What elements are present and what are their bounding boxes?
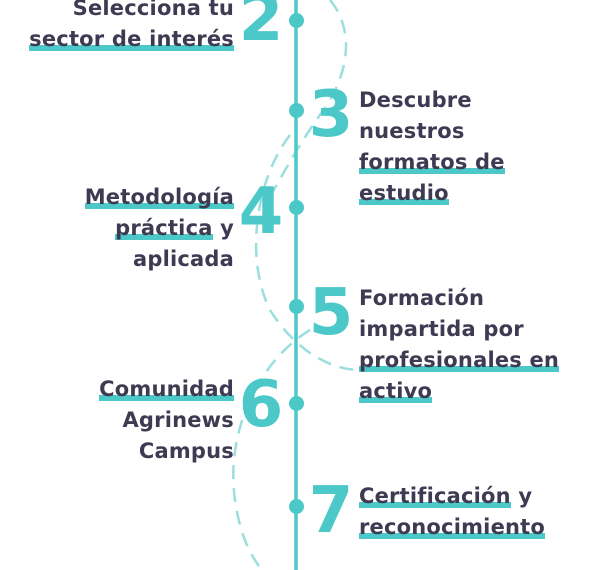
step-6-line: Comunidad <box>99 374 234 405</box>
step-5-line: activo <box>359 376 559 407</box>
step-5-line: impartida por <box>359 314 559 345</box>
step-5-text-segment: Formación <box>359 286 485 310</box>
step-6-line: Campus <box>99 436 234 467</box>
step-5-dot <box>288 298 304 314</box>
step-6-line: Agrinews <box>99 405 234 436</box>
step-2-highlighted-text: sector de interés <box>29 27 234 52</box>
dashed-arc-bottom <box>232 328 311 570</box>
step-2-text: Selecciona tu sector de interés <box>29 0 234 55</box>
step-2-dot <box>288 12 304 28</box>
dashed-arc-middle <box>254 134 361 372</box>
step-4-line: práctica y <box>85 213 234 244</box>
step-3-text-segment: Descubre <box>359 88 472 112</box>
step-4-number: 4 <box>238 175 284 249</box>
dashed-arc-top <box>266 0 348 201</box>
step-2-line: Selecciona tu <box>29 0 234 24</box>
step-7-text-segment: y <box>510 484 533 508</box>
step-7-text: Certificación y reconocimiento <box>359 481 546 543</box>
step-6-dot <box>288 395 304 411</box>
step-7-number: 7 <box>308 474 354 548</box>
step-3-line: nuestros <box>359 116 505 147</box>
step-7-dot <box>288 498 304 514</box>
step-7-line: Certificación y <box>359 481 545 512</box>
step-4-line: Metodología <box>84 182 234 213</box>
step-4-text-segment: y <box>212 216 234 240</box>
step-6-text-segment: Campus <box>138 439 234 463</box>
step-7-highlighted-text: reconocimiento <box>359 515 546 540</box>
step-3-highlighted-text: estudio <box>359 181 449 206</box>
step-5-line: Formación <box>359 283 559 314</box>
step-3-highlighted-text: formatos de <box>359 150 505 175</box>
step-3-line: Descubre <box>359 85 505 116</box>
step-6-text-segment: Agrinews <box>122 408 234 432</box>
step-2-text-segment: Selecciona tu <box>72 0 234 20</box>
step-3-line: formatos de <box>359 147 505 178</box>
step-5-text-segment: impartida por <box>359 317 524 341</box>
step-3-text-segment: nuestros <box>359 119 465 143</box>
step-4-text-segment: aplicada <box>132 247 234 271</box>
step-5-line: profesionales en <box>359 345 560 376</box>
step-4-highlighted-text: práctica <box>115 216 213 241</box>
step-3-line: estudio <box>359 178 505 209</box>
step-6-highlighted-text: Comunidad <box>99 377 234 402</box>
step-5-highlighted-text: profesionales en <box>359 348 560 373</box>
step-2-line: sector de interés <box>29 24 234 55</box>
step-7-line: reconocimiento <box>359 512 546 543</box>
step-7-highlighted-text: Certificación <box>359 484 511 509</box>
step-4-text: Metodología práctica y aplicada <box>84 182 234 275</box>
step-4-highlighted-text: Metodología <box>84 185 234 210</box>
step-5-highlighted-text: activo <box>359 379 433 404</box>
step-3-number: 3 <box>308 78 354 152</box>
step-5-number: 5 <box>308 276 354 350</box>
step-6-number: 6 <box>238 368 284 442</box>
step-3-dot <box>288 102 304 118</box>
step-5-text: Formación impartida por profesionales en ac… <box>359 283 560 407</box>
step-2-number: 2 <box>238 0 284 56</box>
step-4-dot <box>288 199 304 215</box>
step-4-line: aplicada <box>85 244 234 275</box>
step-3-text: Descubre nuestros formatos de estudio <box>359 85 505 209</box>
